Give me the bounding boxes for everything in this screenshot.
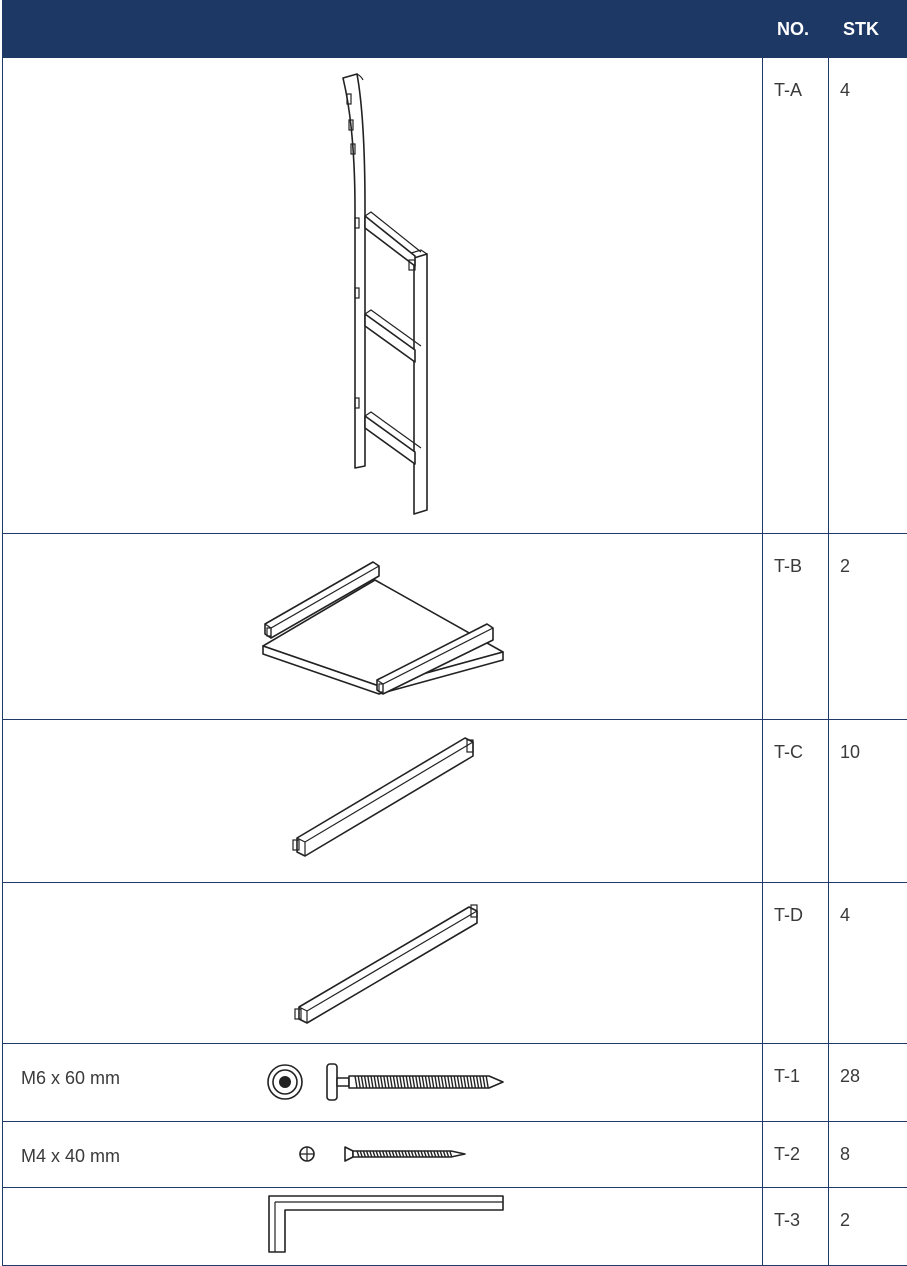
part-number: T-C	[763, 720, 829, 883]
table-row: M6 x 60 mm T-1 28	[3, 1044, 907, 1122]
part-number: T-3	[763, 1188, 829, 1266]
header-no: NO.	[763, 1, 829, 58]
part-quantity: 28	[829, 1044, 907, 1122]
table-row: T-3 2	[3, 1188, 907, 1266]
table-header-row: NO. STK	[3, 1, 907, 58]
part-image-cell	[3, 720, 763, 883]
part-number: T-1	[763, 1044, 829, 1122]
part-image-cell: M4 x 40 mm	[3, 1122, 763, 1188]
part-quantity: 10	[829, 720, 907, 883]
part-quantity: 2	[829, 534, 907, 720]
part-image-cell	[3, 534, 763, 720]
header-stk: STK	[829, 1, 907, 58]
part-quantity: 8	[829, 1122, 907, 1188]
table-row: T-D 4	[3, 883, 907, 1044]
part-number: T-A	[763, 58, 829, 534]
table-row: T-B 2	[3, 534, 907, 720]
part-image-cell: M6 x 60 mm	[3, 1044, 763, 1122]
part-quantity: 4	[829, 883, 907, 1044]
table-row: M4 x 40 mm T-2 8	[3, 1122, 907, 1188]
table-row: T-A 4	[3, 58, 907, 534]
rail-short-icon	[3, 883, 763, 1044]
header-blank	[3, 1, 763, 58]
allen-key-icon	[3, 1188, 763, 1266]
bolt-screw-icon	[3, 1044, 763, 1122]
part-image-cell	[3, 58, 763, 534]
part-image-cell	[3, 1188, 763, 1266]
part-number: T-B	[763, 534, 829, 720]
shelf-board-icon	[3, 534, 763, 720]
part-quantity: 4	[829, 58, 907, 534]
part-number: T-D	[763, 883, 829, 1044]
wood-screw-icon	[3, 1122, 763, 1188]
part-quantity: 2	[829, 1188, 907, 1266]
part-image-cell	[3, 883, 763, 1044]
part-number: T-2	[763, 1122, 829, 1188]
rail-long-icon	[3, 720, 763, 883]
table-row: T-C 10	[3, 720, 907, 883]
ladder-frame-icon	[3, 58, 763, 534]
